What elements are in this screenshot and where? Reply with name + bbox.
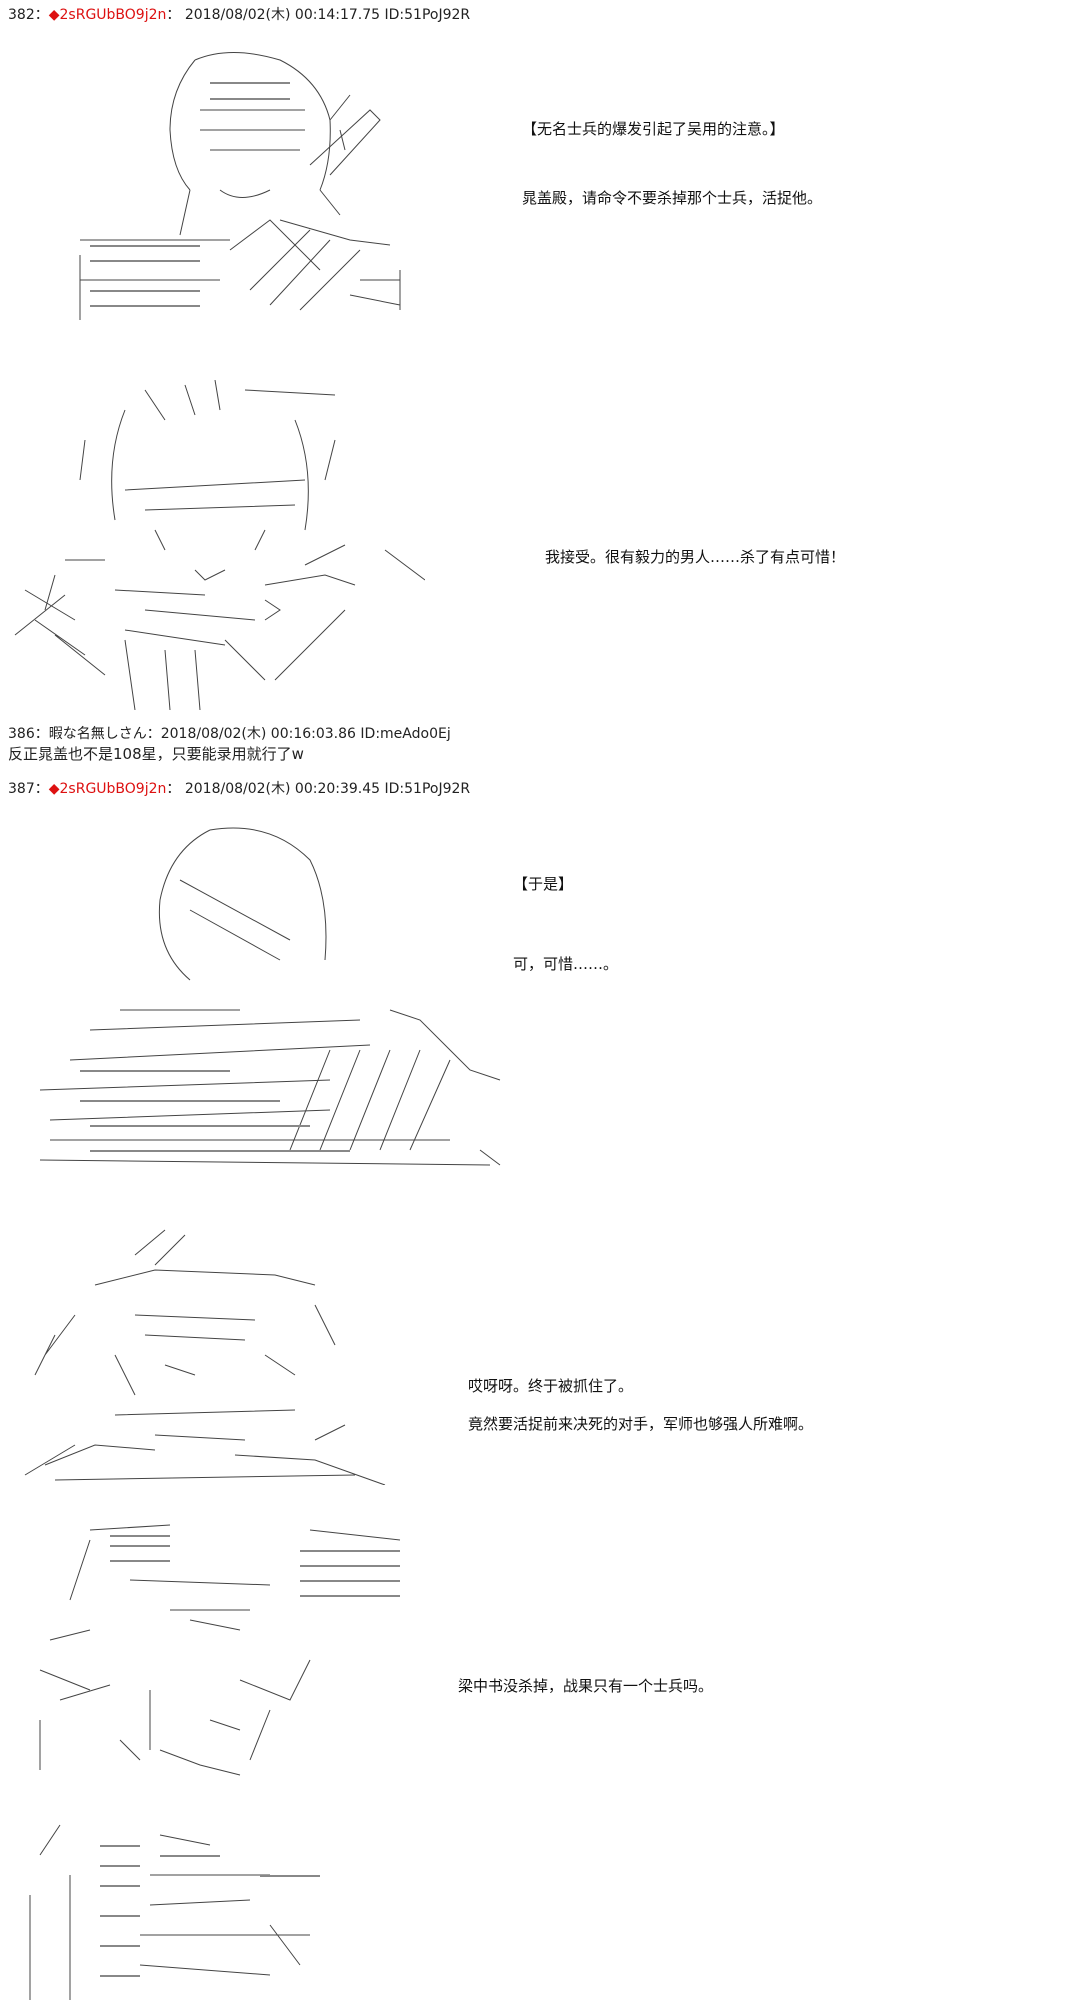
dialogue-line: 晁盖殿，请命令不要杀掉那个士兵，活捉他。: [522, 189, 823, 207]
trip-diamond-icon: ◆: [48, 781, 60, 797]
post-datetime: 2018/08/02(木) 00:14:17.75: [184, 7, 381, 23]
ascii-art-figure-1: [70, 40, 430, 320]
post-id: ID:meAdo0Ej: [360, 726, 451, 742]
dialogue-line: 哎呀呀。终于被抓住了。: [468, 1377, 634, 1395]
ascii-art-figure-6: [10, 1815, 350, 2000]
trip-diamond-icon: ◆: [48, 7, 60, 23]
post-header-386: 386：暇な名無しさん：2018/08/02(木) 00:16:03.86 ID…: [8, 726, 451, 742]
ascii-art-figure-3: [30, 820, 520, 1180]
post-id: ID:51PoJ92R: [384, 7, 471, 23]
post-number: 387: [8, 781, 35, 797]
post-header-382: 382：◆2sRGUbBO9j2n： 2018/08/02(木) 00:14:1…: [8, 7, 471, 23]
poster-trip[interactable]: 2sRGUbBO9j2n: [59, 781, 167, 797]
dialogue-line: 梁中书没杀掉，战果只有一个士兵吗。: [458, 1677, 714, 1695]
dialogue-line: 我接受。很有毅力的男人……杀了有点可惜！: [545, 548, 846, 566]
post-datetime: 2018/08/02(木) 00:20:39.45: [184, 781, 381, 797]
post-id: ID:51PoJ92R: [384, 781, 471, 797]
poster-trip[interactable]: 2sRGUbBO9j2n: [59, 7, 167, 23]
dialogue-line: 【于是】: [513, 875, 574, 893]
dialogue-line: 可，可惜……。: [513, 955, 619, 973]
dialogue-line: 【无名士兵的爆发引起了吴用的注意。】: [522, 120, 785, 138]
ascii-art-figure-2: [5, 380, 425, 710]
post-number: 382: [8, 7, 35, 23]
ascii-art-figure-5: [10, 1520, 430, 1790]
post-body: 反正晁盖也不是108星，只要能录用就行了w: [8, 745, 304, 763]
post-header-387: 387：◆2sRGUbBO9j2n： 2018/08/02(木) 00:20:3…: [8, 781, 471, 797]
post-datetime: 2018/08/02(木) 00:16:03.86: [160, 726, 356, 742]
poster-name: 暇な名無しさん: [48, 726, 147, 742]
ascii-art-figure-4: [15, 1225, 395, 1485]
post-number: 386: [8, 726, 35, 742]
dialogue-line: 竟然要活捉前来决死的对手，军师也够强人所难啊。: [468, 1415, 814, 1433]
